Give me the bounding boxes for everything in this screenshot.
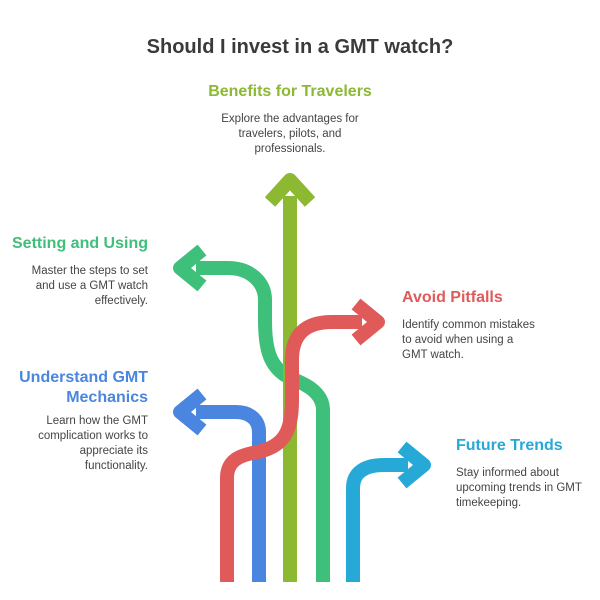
mechanics-description: Learn how the GMT complication works to … [38, 415, 148, 472]
setting-description: Master the steps to set and use a GMT wa… [31, 265, 148, 307]
benefits-description: Explore the advantages for travelers, pi… [221, 113, 359, 155]
arrow-setting [173, 244, 330, 582]
trends-description: Stay informed about upcoming trends in G… [456, 467, 582, 509]
arrow-pitfalls [220, 298, 385, 582]
arrow-trends [346, 441, 431, 582]
benefits-title: Benefits for Travelers [208, 83, 372, 100]
trends-title: Future Trends [456, 437, 563, 454]
setting-title: Setting and Using [12, 235, 148, 252]
diagram-title: Should I invest in a GMT watch? [146, 36, 454, 58]
pitfalls-description: Identify common mistakes to avoid when u… [402, 319, 535, 361]
arrow-mechanics [173, 388, 266, 582]
pitfalls-title: Avoid Pitfalls [402, 289, 503, 306]
mechanics-title: Understand GMT Mechanics [19, 369, 148, 406]
